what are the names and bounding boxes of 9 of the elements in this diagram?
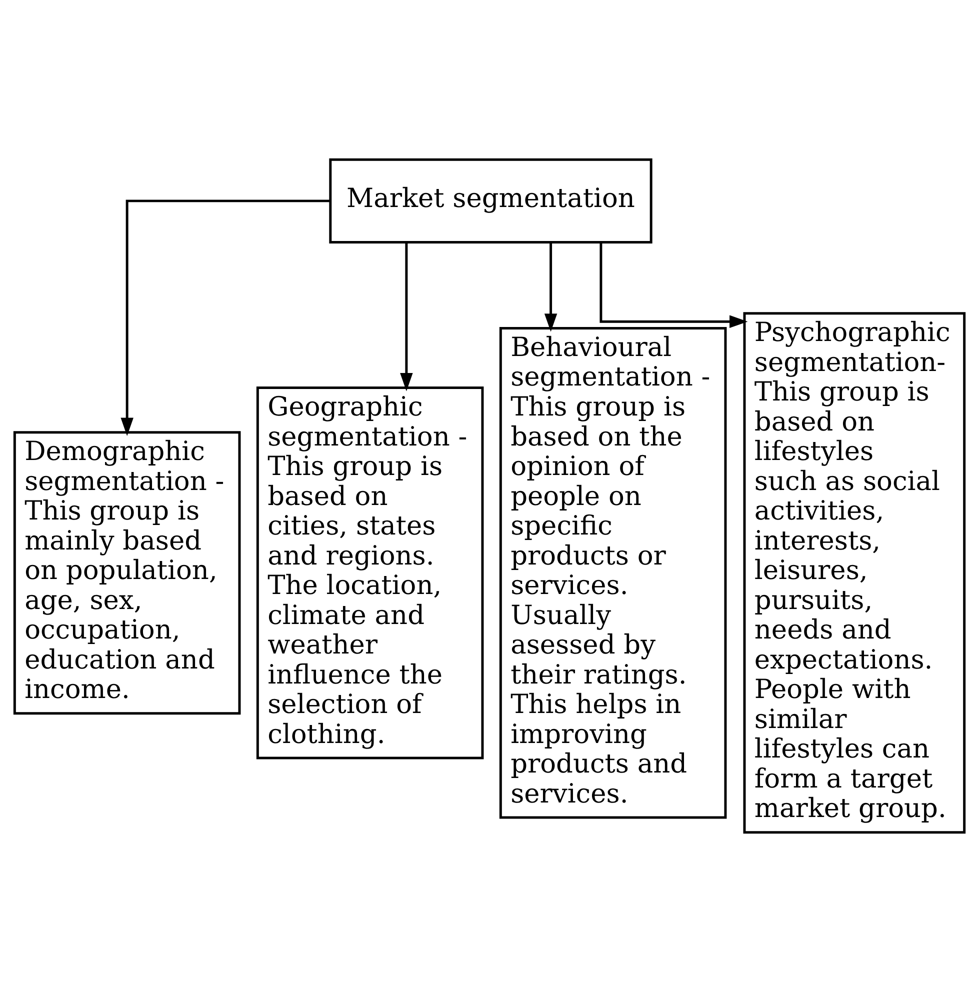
node-box: Geographic segmentation - This group is based on cities, states and regions. The location, climate and weather influence the selection of clothing. [256, 386, 484, 759]
arrow [120, 199, 330, 436]
arrow [400, 242, 413, 391]
arrow [544, 242, 558, 332]
node-box: Demographic segmentation - This group is mainly based on population, age, sex, occupation, education and income. [13, 430, 241, 714]
node-box: Market segmentation [329, 158, 652, 243]
arrow [600, 242, 748, 328]
node-box: Psychographic segmentation- This group is based on lifestyles such as social activities, interests, leisures, pursuits, needs and expectations. People with similar lifestyles can form a target market group. [743, 312, 966, 834]
node-box: Behavioural segmentation - This group is based on the opinion of people on specific products or services. Usually asessed by their ratings. This helps in improving products and services. [499, 326, 727, 818]
